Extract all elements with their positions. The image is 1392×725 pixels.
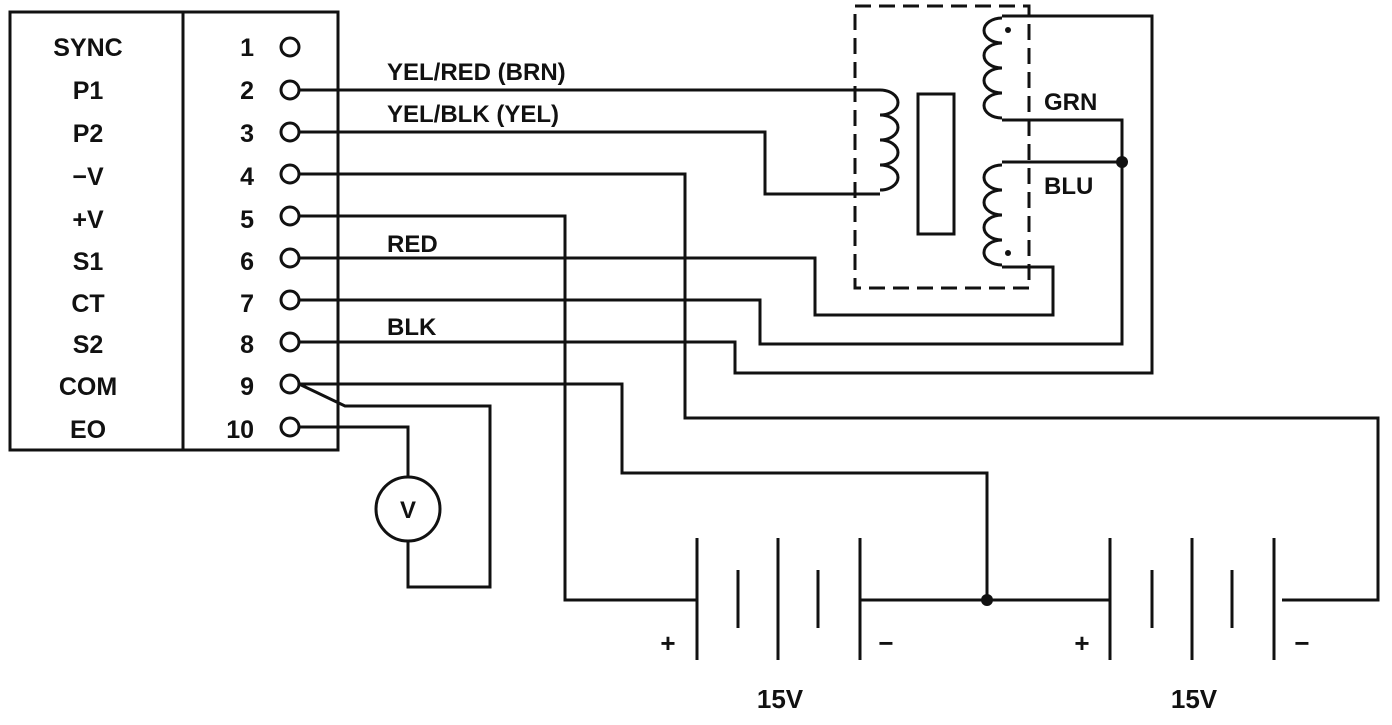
battery-plus-sign: +	[1074, 628, 1089, 658]
terminal-circle-icon	[279, 205, 301, 227]
wire-pin3-yel-blk	[299, 130, 880, 196]
terminal-circles	[279, 36, 301, 438]
signal-label: COM	[59, 373, 117, 401]
pin-number: 6	[240, 248, 254, 276]
wire-com-to-meter	[298, 382, 492, 589]
pin-numbers: 1 2 3 4 5 6 7 8 9 10	[226, 34, 254, 444]
voltmeter: V	[374, 475, 442, 543]
signal-label: P2	[73, 120, 104, 148]
wire-grn	[1002, 118, 1124, 162]
terminal-circle-icon	[279, 36, 301, 58]
junction-dot-icon	[981, 594, 993, 606]
wire-label-yel-red: YEL/RED (BRN)	[387, 59, 566, 86]
transformer	[853, 4, 1031, 290]
wire-label-yel-blk: YEL/BLK (YEL)	[387, 101, 559, 128]
wire-pin9-com	[299, 382, 989, 600]
wire-label-blk: BLK	[387, 314, 437, 341]
battery-right: + − 15V	[1074, 538, 1310, 714]
battery-minus-sign: −	[878, 628, 893, 658]
signal-label: EO	[70, 416, 106, 444]
primary-coil-icon	[879, 88, 900, 192]
terminal-circle-icon	[279, 331, 301, 353]
polarity-dot-icon	[1005, 250, 1011, 256]
wire-pin4-minus-v	[299, 172, 1380, 602]
wires	[298, 14, 1380, 606]
secondary-coil-upper-icon	[982, 16, 1003, 120]
terminal-block-outline	[8, 10, 340, 452]
signal-label: SYNC	[53, 34, 122, 62]
signal-label: P1	[73, 77, 104, 105]
polarity-dot-icon	[1005, 27, 1011, 33]
junction-dot-icon	[1116, 156, 1128, 168]
battery-left: + − 15V	[660, 538, 894, 714]
wire-labels: YEL/RED (BRN) YEL/BLK (YEL) RED BLK GRN …	[387, 59, 1097, 341]
pin-number: 1	[240, 34, 254, 62]
signal-label: +V	[72, 206, 104, 234]
terminal-circle-icon	[279, 121, 301, 143]
pin-number: 5	[240, 206, 254, 234]
terminal-circle-icon	[279, 373, 301, 395]
pin-number: 2	[240, 77, 254, 105]
wire-pin6-red	[299, 256, 1055, 317]
pin-number: 7	[240, 290, 254, 318]
signal-label: S1	[73, 248, 104, 276]
transformer-core	[916, 92, 956, 236]
battery-plus-sign: +	[660, 628, 675, 658]
pin-number: 10	[226, 416, 254, 444]
voltmeter-symbol: V	[400, 497, 416, 524]
signal-label: S2	[73, 331, 104, 359]
wire-label-grn: GRN	[1044, 89, 1097, 116]
terminal-circle-icon	[279, 247, 301, 269]
wire-pin8-blk	[299, 14, 1154, 375]
wire-eo-to-meter	[299, 425, 410, 477]
wire-label-red: RED	[387, 231, 438, 258]
terminal-block	[8, 10, 340, 452]
terminal-circle-icon	[279, 79, 301, 101]
battery-minus-sign: −	[1294, 628, 1309, 658]
pin-number: 4	[240, 163, 254, 191]
transformer-housing-dashed	[853, 4, 1031, 290]
battery-voltage-label: 15V	[1171, 684, 1218, 714]
signal-labels: SYNC P1 P2 −V +V S1 CT S2 COM EO	[53, 34, 122, 444]
terminal-circle-icon	[279, 163, 301, 185]
wire-label-blu: BLU	[1044, 173, 1093, 200]
pin-number: 9	[240, 373, 254, 401]
terminal-circle-icon	[279, 416, 301, 438]
wire-pin7-ct	[299, 162, 1124, 346]
battery-voltage-label: 15V	[757, 684, 804, 714]
pin-number: 3	[240, 120, 254, 148]
voltmeter-icon	[374, 475, 442, 543]
signal-label: CT	[71, 290, 104, 318]
signal-label: −V	[72, 163, 104, 191]
pin-number: 8	[240, 331, 254, 359]
secondary-coil-lower-icon	[982, 163, 1003, 267]
terminal-circle-icon	[279, 289, 301, 311]
wire-pin5-plus-v	[299, 214, 697, 602]
